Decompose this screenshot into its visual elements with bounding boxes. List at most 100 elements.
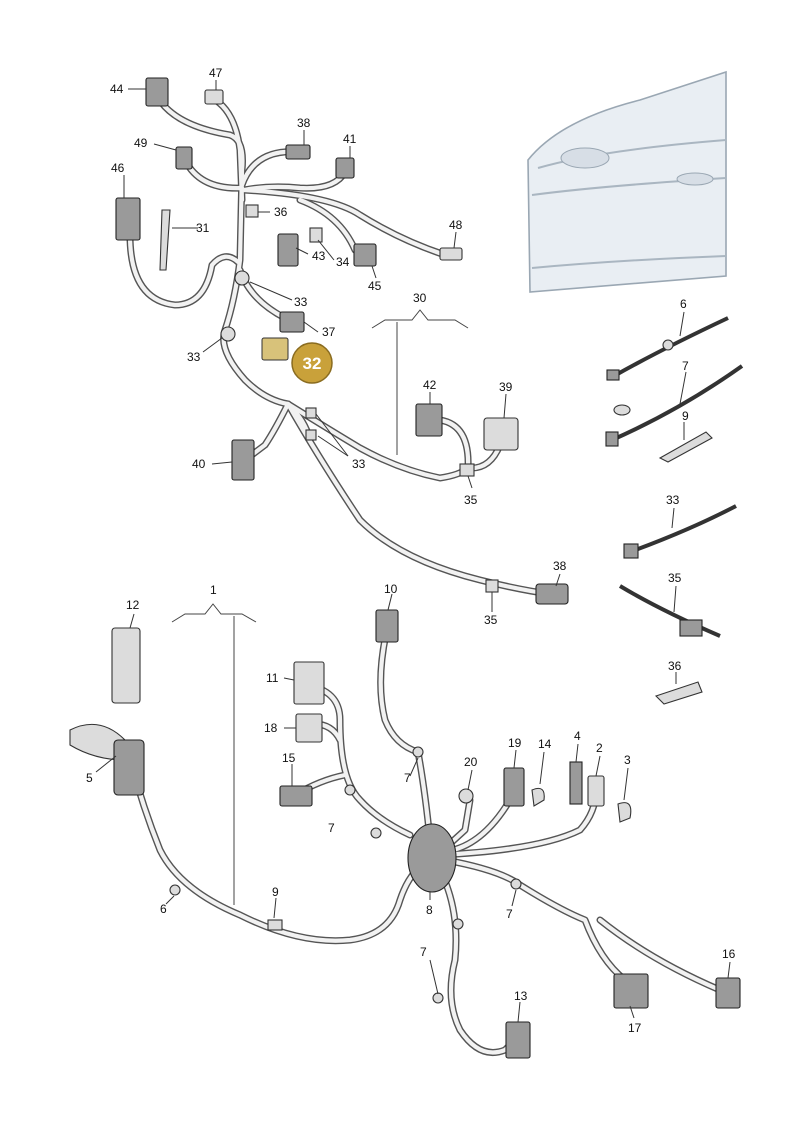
connector-44 <box>145 77 169 107</box>
upper-harness: 32 <box>115 77 569 605</box>
label-14: 14 <box>538 737 552 751</box>
label-44: 44 <box>110 82 124 96</box>
lower-wires-core-1 <box>378 622 433 843</box>
label-7-a: 7 <box>404 771 411 785</box>
clip-33-a <box>234 270 250 286</box>
label-right-36: 36 <box>668 659 682 673</box>
clip-33-c <box>305 407 317 419</box>
highlight-badge-label: 32 <box>303 354 322 373</box>
right-parts <box>605 316 744 705</box>
connector-10 <box>375 609 399 643</box>
label-49: 49 <box>134 136 148 150</box>
lower-wires-core-2 <box>302 682 413 838</box>
door-illustration <box>527 70 727 293</box>
label-35-b: 35 <box>484 613 498 627</box>
clip-7-c <box>370 827 382 839</box>
label-39: 39 <box>499 380 513 394</box>
label-35-a: 35 <box>464 493 478 507</box>
label-1: 1 <box>210 583 217 597</box>
label-43: 43 <box>312 249 326 263</box>
label-15: 15 <box>282 751 296 765</box>
label-33-c: 33 <box>352 457 366 471</box>
upper-wires-core-5 <box>241 187 448 258</box>
clip-33-b <box>220 326 236 342</box>
callout-labels: 44 47 38 41 49 46 36 31 48 43 34 45 33 3… <box>86 66 736 1035</box>
connector-49 <box>175 146 193 170</box>
connector-47 <box>204 89 224 105</box>
lower-harness <box>69 603 741 1059</box>
connector-12 <box>111 627 141 704</box>
clip-6 <box>169 884 181 896</box>
label-37: 37 <box>322 325 336 339</box>
label-9: 9 <box>272 885 279 899</box>
clip-14 <box>531 787 545 807</box>
connector-45 <box>353 243 377 267</box>
label-7-c: 7 <box>506 907 513 921</box>
clip-33-d <box>305 429 317 441</box>
clip-7-e <box>452 918 464 930</box>
clip-7-a <box>412 746 424 758</box>
connector-38-top <box>285 144 311 160</box>
clip-7-f <box>432 992 444 1004</box>
label-10: 10 <box>384 582 398 596</box>
connector-48 <box>439 247 463 261</box>
label-3: 3 <box>624 753 631 767</box>
clip-9-lower <box>267 919 283 931</box>
label-17: 17 <box>628 1021 642 1035</box>
tie-7-head <box>605 431 619 447</box>
label-31: 31 <box>196 221 210 235</box>
connector-11 <box>293 661 325 705</box>
connector-19 <box>503 767 525 807</box>
tie-33-head <box>623 543 639 559</box>
clip-36 <box>245 204 259 218</box>
upper-wires-core-8 <box>127 232 241 308</box>
part-2 <box>587 775 605 807</box>
connector-46 <box>115 197 141 241</box>
connector-17 <box>613 973 649 1009</box>
label-36-upper: 36 <box>274 205 288 219</box>
clip-34 <box>309 227 323 243</box>
clip-7-d <box>510 878 522 890</box>
clip-36-right <box>654 681 703 705</box>
label-42: 42 <box>423 378 437 392</box>
label-6: 6 <box>160 902 167 916</box>
label-right-35: 35 <box>668 571 682 585</box>
lower-wires-core-9 <box>597 917 723 993</box>
label-7-d: 7 <box>420 945 427 959</box>
label-2: 2 <box>596 741 603 755</box>
connector-41 <box>335 157 355 179</box>
part-32 <box>261 337 289 361</box>
upper-wires-core-2 <box>182 157 245 191</box>
lower-wires-core-8 <box>442 857 628 983</box>
label-38-bottom: 38 <box>553 559 567 573</box>
connector-39 <box>483 417 519 451</box>
connector-16 <box>715 977 741 1009</box>
upper-wires-core-7 <box>221 167 291 407</box>
clip-35-b <box>485 579 499 593</box>
label-right-6: 6 <box>680 297 687 311</box>
label-48: 48 <box>449 218 463 232</box>
connector-37 <box>279 311 305 333</box>
grommet-8 <box>407 823 457 893</box>
label-12: 12 <box>126 598 140 612</box>
upper-wires-core-4 <box>241 169 348 193</box>
label-33-b: 33 <box>187 350 201 364</box>
label-40: 40 <box>192 457 206 471</box>
label-4: 4 <box>574 729 581 743</box>
upper-wires-core-12 <box>242 401 291 463</box>
lower-wires-segment-2 <box>301 681 414 839</box>
label-right-33: 33 <box>666 493 680 507</box>
clip-9 <box>658 431 713 463</box>
label-33-a: 33 <box>294 295 308 309</box>
tie-35-head <box>679 619 703 637</box>
lower-wires-segment-1 <box>377 621 434 844</box>
leader-lines <box>95 80 731 1023</box>
label-right-7: 7 <box>682 359 689 373</box>
clip-3 <box>617 802 632 823</box>
connector-18 <box>295 713 323 743</box>
upper-wires-core-10 <box>285 401 471 481</box>
connector-38-bottom <box>535 583 569 605</box>
upper-wires-core-14 <box>285 401 553 597</box>
label-34: 34 <box>336 255 350 269</box>
